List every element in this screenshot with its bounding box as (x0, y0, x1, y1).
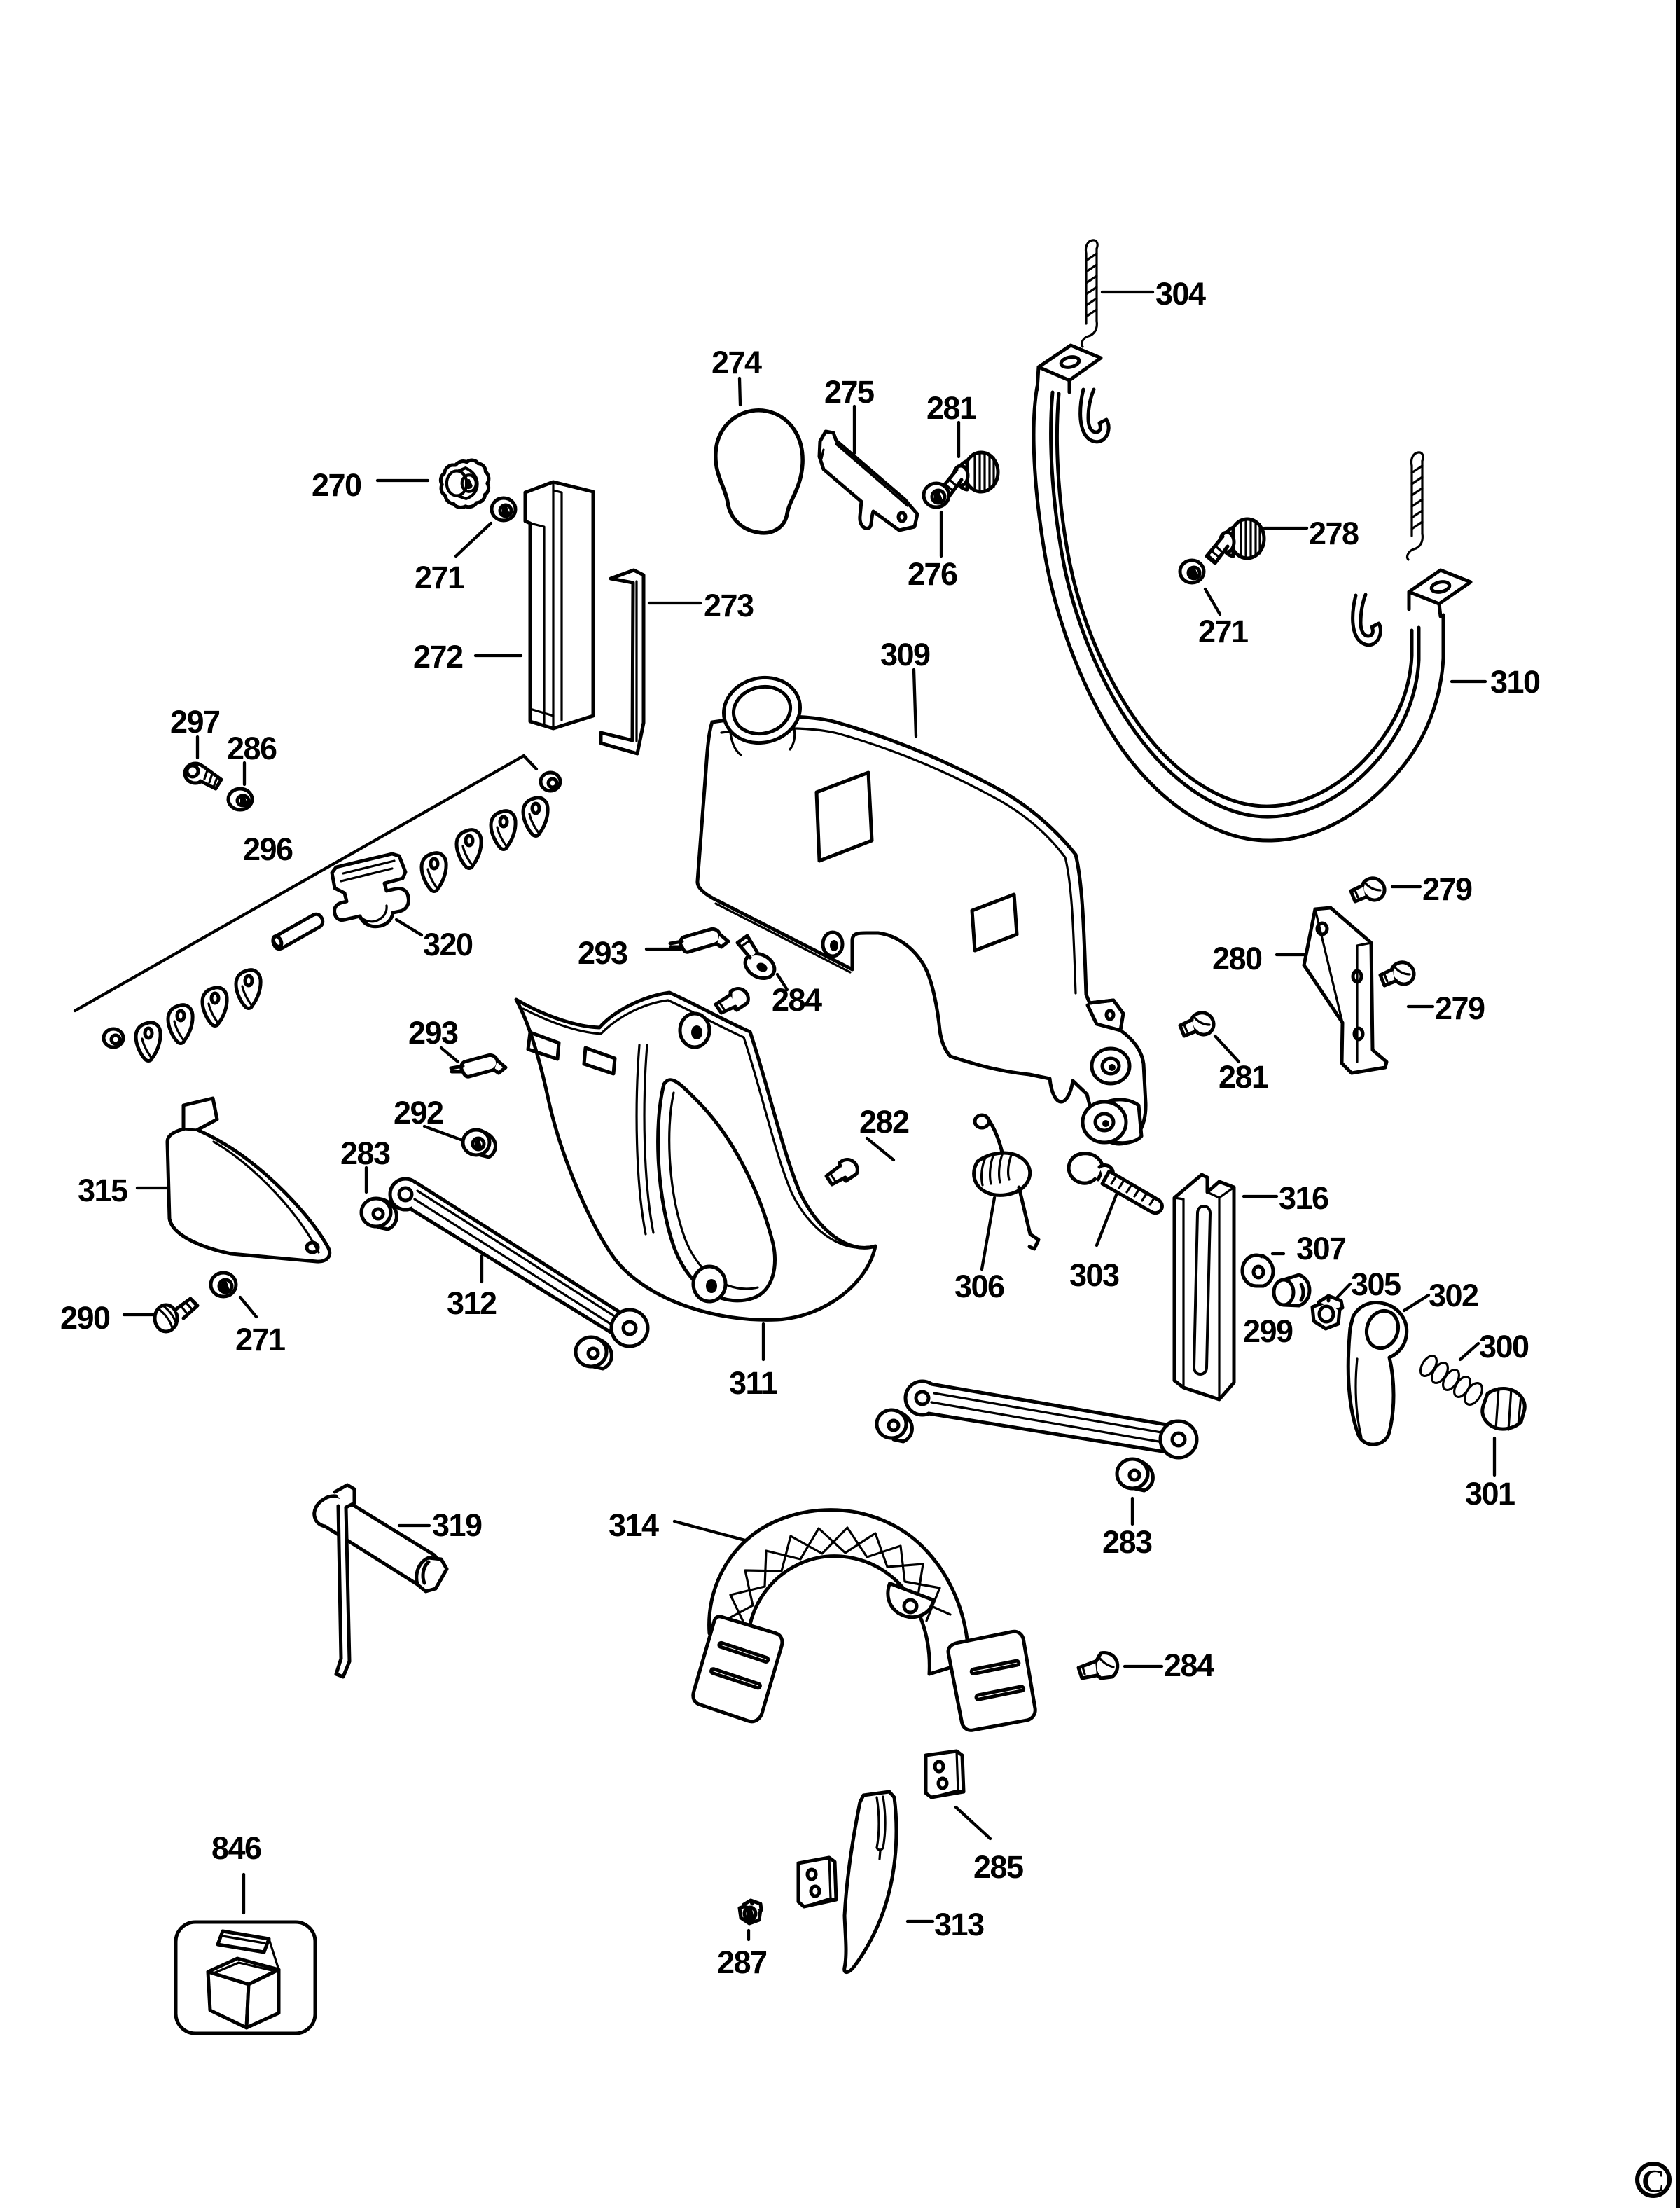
svg-text:278: 278 (1309, 516, 1359, 551)
svg-text:275: 275 (824, 374, 874, 410)
svg-text:293: 293 (578, 935, 627, 971)
svg-text:314: 314 (609, 1507, 659, 1543)
svg-text:315: 315 (78, 1173, 127, 1208)
svg-text:274: 274 (711, 345, 762, 380)
svg-text:284: 284 (772, 982, 822, 1018)
svg-text:303: 303 (1069, 1257, 1119, 1293)
svg-text:279: 279 (1435, 990, 1485, 1026)
svg-text:271: 271 (415, 560, 464, 595)
svg-text:316: 316 (1279, 1180, 1328, 1216)
svg-text:301: 301 (1465, 1476, 1515, 1512)
svg-text:285: 285 (973, 1849, 1023, 1885)
svg-text:320: 320 (423, 927, 473, 962)
svg-text:283: 283 (1102, 1524, 1152, 1560)
svg-text:296: 296 (243, 831, 293, 867)
svg-text:311: 311 (729, 1365, 777, 1401)
svg-text:313: 313 (934, 1907, 984, 1942)
svg-text:273: 273 (704, 588, 754, 623)
svg-text:290: 290 (60, 1300, 110, 1336)
svg-text:272: 272 (413, 639, 463, 675)
svg-text:271: 271 (1198, 614, 1248, 649)
svg-text:282: 282 (859, 1104, 909, 1140)
svg-text:280: 280 (1212, 941, 1262, 976)
svg-text:C: C (1641, 2163, 1665, 2199)
svg-text:312: 312 (447, 1285, 497, 1321)
svg-text:292: 292 (394, 1095, 443, 1131)
svg-text:300: 300 (1479, 1329, 1529, 1364)
svg-text:287: 287 (717, 1944, 767, 1980)
svg-text:319: 319 (432, 1507, 482, 1543)
svg-text:279: 279 (1422, 871, 1472, 907)
svg-text:307: 307 (1296, 1231, 1346, 1266)
svg-text:281: 281 (926, 390, 976, 426)
svg-text:284: 284 (1164, 1647, 1214, 1683)
svg-text:283: 283 (340, 1135, 390, 1171)
svg-text:286: 286 (227, 731, 277, 766)
svg-text:270: 270 (312, 467, 361, 503)
svg-text:306: 306 (954, 1269, 1004, 1304)
svg-text:309: 309 (880, 637, 930, 672)
svg-text:276: 276 (908, 556, 957, 592)
svg-text:271: 271 (235, 1322, 285, 1357)
svg-text:304: 304 (1155, 276, 1206, 312)
svg-text:299: 299 (1243, 1313, 1293, 1349)
svg-text:302: 302 (1429, 1278, 1478, 1313)
svg-text:281: 281 (1219, 1059, 1268, 1095)
svg-text:846: 846 (211, 1830, 261, 1866)
svg-text:305: 305 (1351, 1266, 1401, 1302)
svg-text:293: 293 (408, 1015, 458, 1051)
svg-text:297: 297 (170, 704, 220, 740)
svg-text:310: 310 (1490, 664, 1540, 700)
